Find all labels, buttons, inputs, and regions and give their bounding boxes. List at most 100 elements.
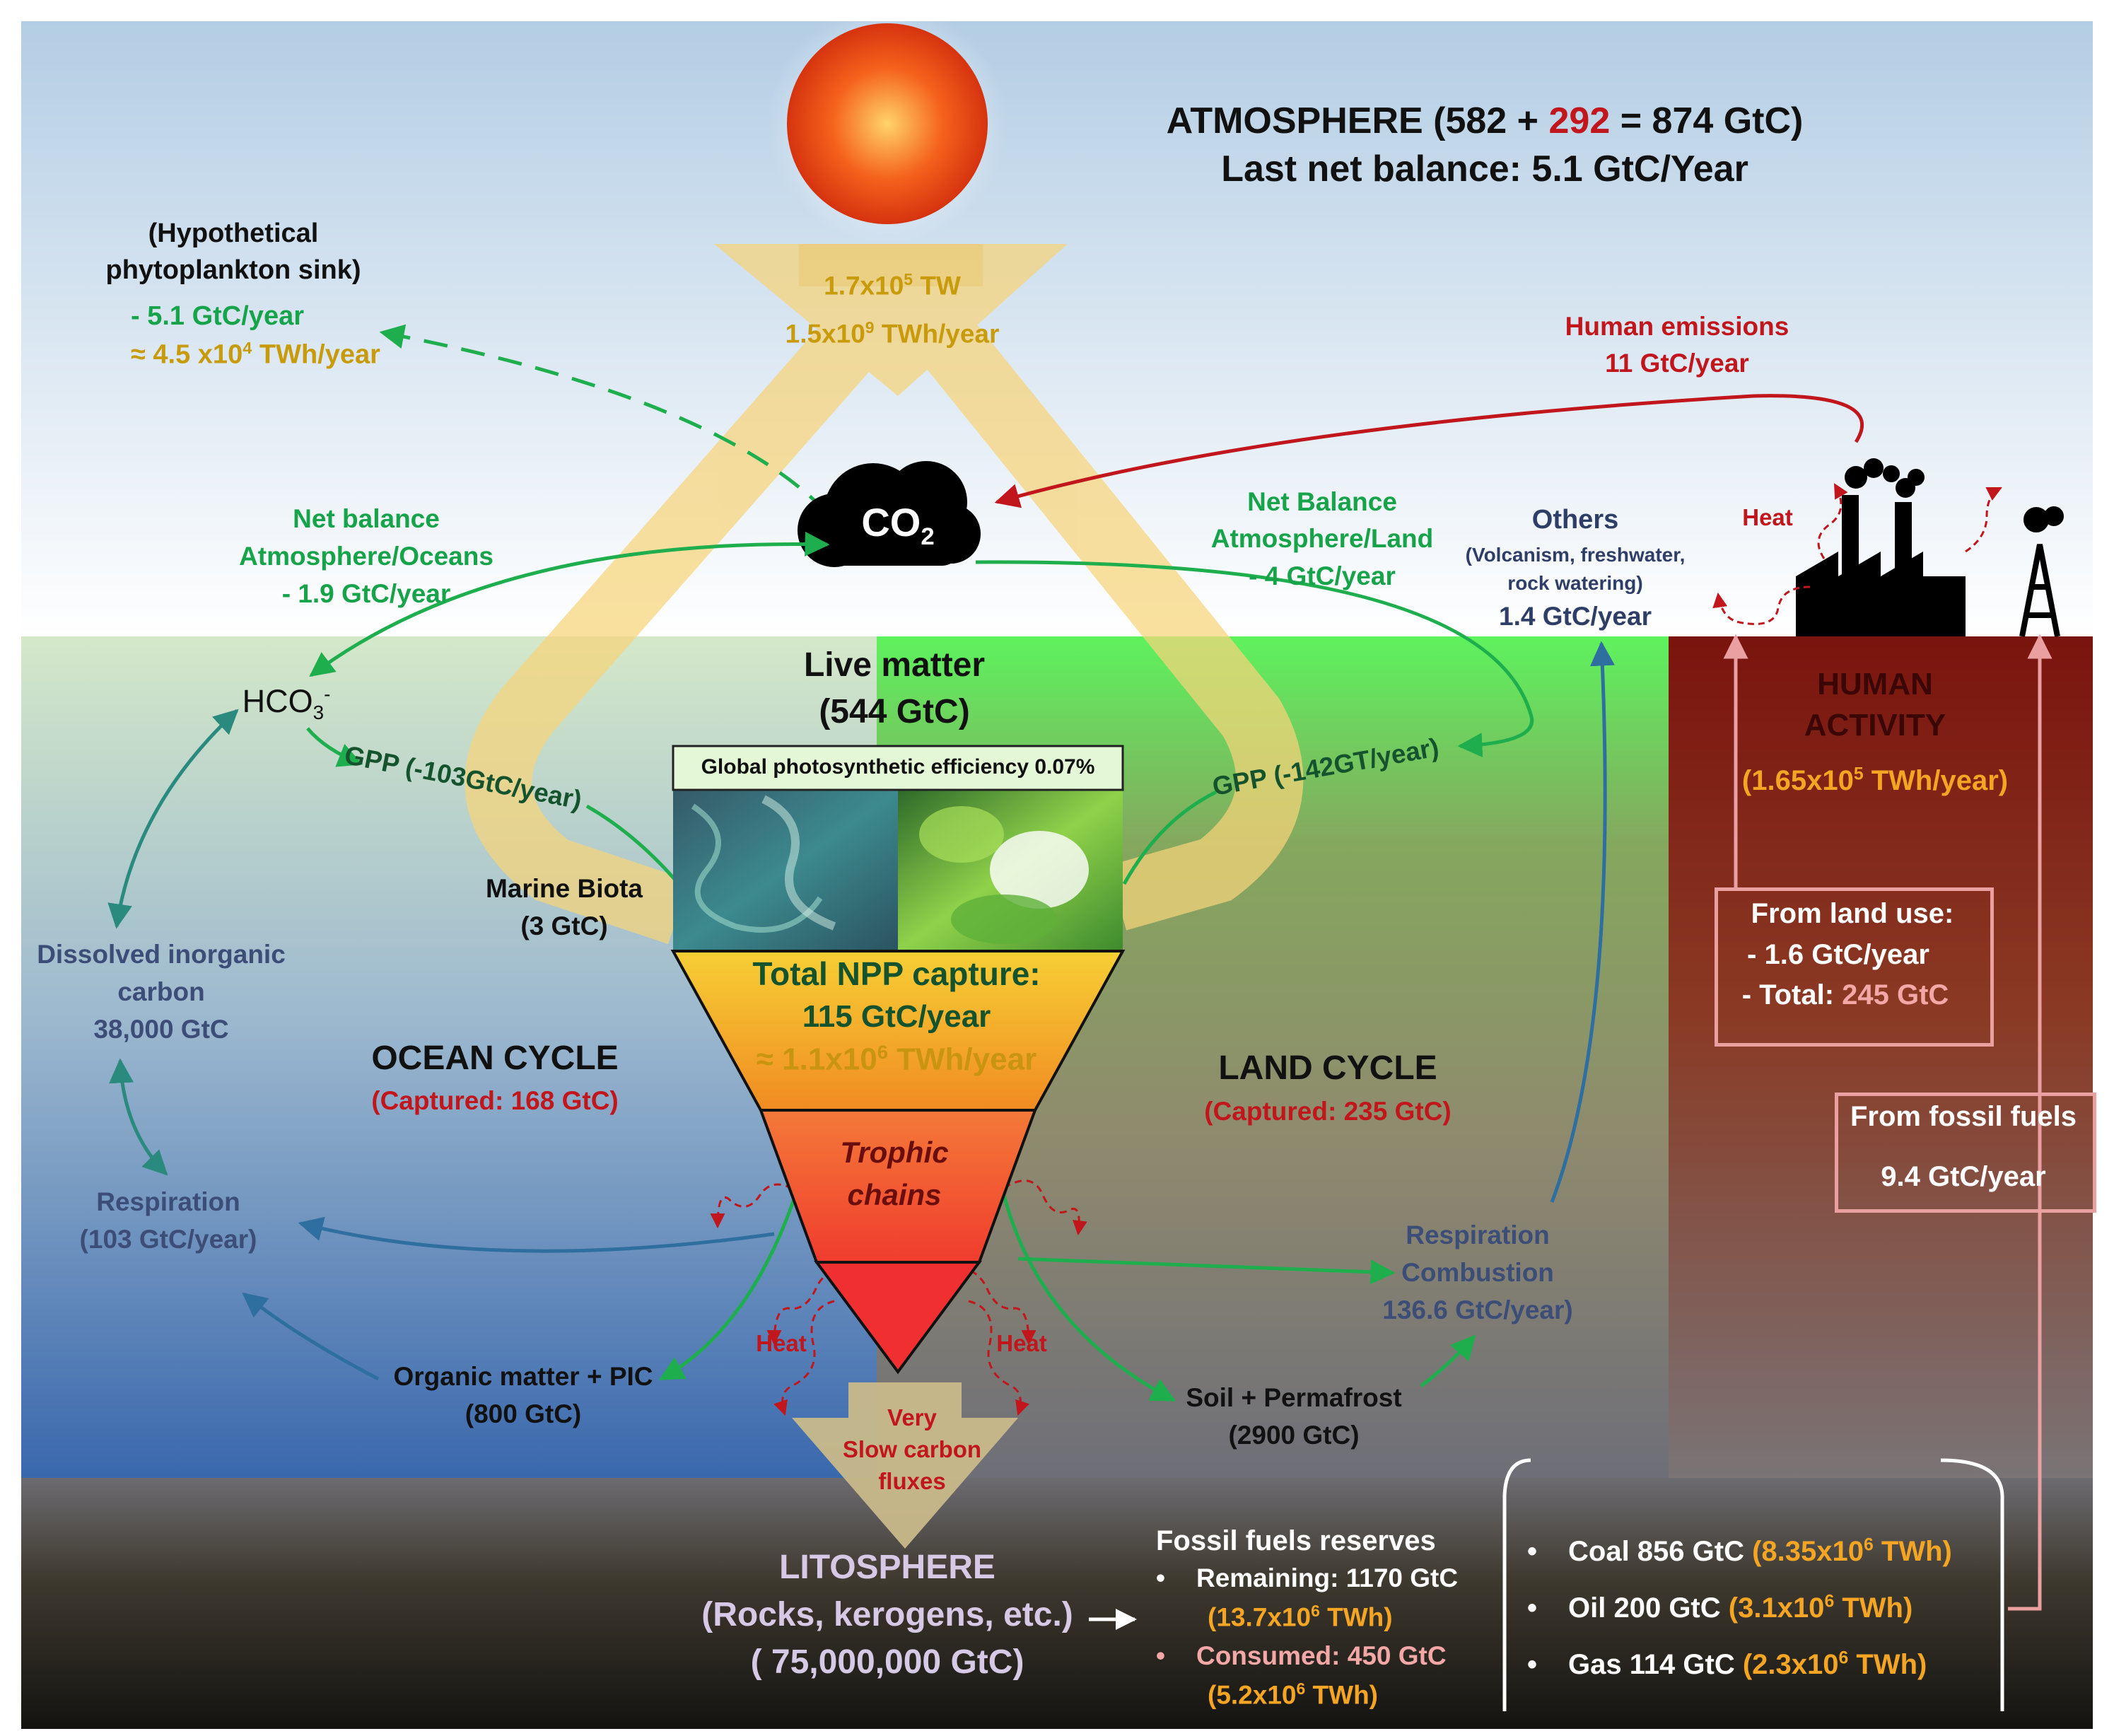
land-balance-l1: Net Balance [1247,487,1397,516]
soil-respiration-arrow [1420,1334,1476,1387]
fossil-remaining-energy: (13.7x106 TWh) [1208,1602,1393,1632]
fossil-consumed: •Consumed: 450 GtC [1156,1641,1447,1670]
phytoplankton-sink-arrow [379,324,829,514]
npp-l1: Total NPP capture: [752,955,1041,992]
ocean-balance-arrow [309,531,830,677]
atmosphere-title-pre: ATMOSPHERE (582 + [1166,100,1549,141]
factory-icon [1796,458,1966,636]
hco3-gpp-arrow [306,727,363,767]
efficiency-box [672,745,1124,791]
lithosphere-l3: ( 75,000,000 GtC) [750,1643,1024,1681]
gpp-land-connector [1122,790,1217,885]
marine-biota-l1: Marine Biota [485,874,643,903]
trophic-soil-arrow [1002,1194,1176,1402]
fossil-remaining: •Remaining: 1170 GtC [1156,1563,1459,1592]
ocean-balance-l1: Net balance [293,504,440,533]
slow-fluxes-arrow [792,1382,1018,1549]
others-title: Others [1531,505,1619,535]
land-cycle-title: LAND CYCLE [1218,1049,1437,1087]
marine-biota-l2: (3 GtC) [520,911,608,940]
sun-icon [787,23,988,224]
hco3-label: HCO3- [242,683,331,723]
human-activity-l1: HUMAN [1817,667,1933,701]
ocean-cycle-captured: (Captured: 168 GtC) [371,1086,619,1115]
land-respiration-arrow [1017,1257,1396,1285]
sun-energy: 1.5x109 TWh/year [785,318,1000,349]
co2-cloud-icon [798,461,981,567]
phyto-energy: ≈ 4.5 x104 TWh/year [131,339,380,370]
trophic-organic-arrow [658,1194,798,1381]
atmosphere-net-balance: Last net balance: 5.1 GtC/Year [1221,148,1748,190]
phyto-flux: - 5.1 GtC/year [131,301,304,331]
land-balance-arrow [975,560,1534,758]
human-activity-l2: ACTIVITY [1804,708,1946,742]
phyto-title-2: phytoplankton sink) [105,255,361,285]
land-respiration-l1: Respiration [1406,1221,1550,1249]
atmosphere-title: ATMOSPHERE (582 + 292 = 874 GtC) [1167,99,1804,143]
ocean-balance-l2: Atmosphere/Oceans [239,542,494,571]
organic-matter-l2: (800 GtC) [465,1399,582,1428]
dissolved-l1: Dissolved inorganic [37,940,286,969]
trophic-l1: Trophic [840,1136,949,1169]
soil-l2: (2900 GtC) [1228,1421,1360,1450]
live-matter-l1: Live matter [803,646,986,684]
slow-fluxes-l2: Slow carbon [842,1436,982,1462]
fossil-fuels-flux-box [1835,1093,2096,1213]
organic-respiration-arrow [242,1292,380,1381]
heat-right-label: Heat [996,1330,1047,1356]
lithosphere-l1: LITOSPHERE [779,1549,995,1586]
npp-l3: ≈ 1.1x106 TWh/year [756,1041,1037,1077]
fossil-fuels-flux-title: From fossil fuels [1850,1101,2077,1132]
hco3-dissolved-arrow [107,709,239,929]
land-use-flux: - 1.6 GtC/year [1747,939,1929,970]
human-emissions-value: 11 GtC/year [1605,349,1749,378]
fossil-flow-line [2008,634,2052,1611]
fossil-reserves-title: Fossil fuels reserves [1156,1525,1436,1556]
slow-fluxes-l3: fluxes [878,1468,946,1494]
land-respiration-l2: Combustion [1401,1258,1554,1287]
ocean-respiration-arrow [298,1216,775,1253]
fossil-consumed-energy: (5.2x106 TWh) [1208,1679,1378,1710]
heat-wavy-arrows [710,1179,1087,1416]
ocean-balance-l3: - 1.9 GtC/year [281,579,451,608]
fuel-coal: •Coal 856 GtC (8.35x106 TWh) [1527,1535,1952,1567]
dissolved-respiration-arrow [109,1058,168,1176]
land-use-box [1715,887,1994,1047]
atmosphere-anthropogenic: 292 [1548,100,1611,141]
ocean-respiration-l2: (103 GtC/year) [79,1225,257,1254]
sun-power: 1.7x105 TW [824,270,961,301]
gpp-ocean-connector [585,804,680,885]
ocean-respiration-l1: Respiration [96,1187,240,1216]
co2-label: CO2 [861,500,935,551]
organic-matter-l1: Organic matter + PIC [393,1362,653,1391]
human-emissions-title: Human emissions [1565,312,1789,341]
others-value: 1.4 GtC/year [1499,602,1652,631]
land-balance-l2: Atmosphere/Land [1210,524,1434,553]
npp-l2: 115 GtC/year [802,999,991,1034]
slow-fluxes-l1: Very [887,1404,937,1431]
efficiency-label: Global photosynthetic efficiency 0.07% [701,755,1095,779]
pyramid-tip [814,1261,982,1375]
dissolved-l3: 38,000 GtC [93,1015,229,1044]
fuel-oil: •Oil 200 GtC (3.1x106 TWh) [1527,1592,1913,1624]
factory-heat-arrows [1712,483,2002,625]
soil-l1: Soil + Permafrost [1186,1383,1402,1412]
live-matter-l2: (544 GtC) [819,693,970,730]
solar-energy-band [465,244,1304,945]
land-use-title: From land use: [1751,898,1954,929]
lithosphere-l2: (Rocks, kerogens, etc.) [701,1596,1073,1633]
lithosphere-zone [21,1478,2093,1729]
land-use-total: - Total: 245 GtC [1741,979,1949,1010]
oil-derrick-icon [2019,506,2064,637]
human-emissions-arrow [994,394,1864,508]
others-l3: rock watering) [1507,572,1643,594]
human-activity-zone [1669,636,2093,1478]
land-balance-l3: - 4 GtC/year [1249,561,1396,590]
others-arrow [1550,641,1615,1203]
others-l2: (Volcanism, freshwater, [1465,544,1686,566]
dissolved-l2: carbon [117,977,205,1006]
factory-heat-label: Heat [1742,504,1793,530]
phyto-title-1: (Hypothetical [148,219,319,248]
